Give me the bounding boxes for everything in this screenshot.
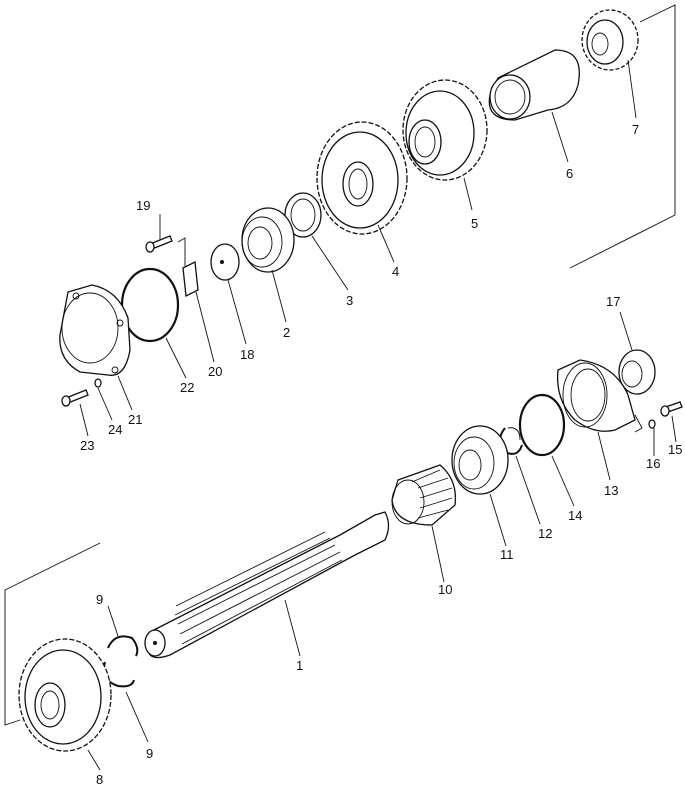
label-2: 2 <box>283 325 290 340</box>
label-8: 8 <box>96 772 103 785</box>
part-22-o-ring <box>120 267 180 343</box>
part-21-cover <box>59 284 131 376</box>
part-15-bolt <box>660 401 683 417</box>
label-5: 5 <box>471 216 478 231</box>
label-6: 6 <box>566 166 573 181</box>
label-17: 17 <box>606 294 620 309</box>
label-7: 7 <box>632 122 639 137</box>
part-5-gear <box>402 79 488 181</box>
part-16-washer <box>648 419 656 429</box>
part-9-snap-ring-upper <box>107 635 139 657</box>
label-12: 12 <box>538 526 552 541</box>
part-2-bearing <box>241 207 295 273</box>
leader-lines <box>79 59 677 771</box>
part-11-bearing <box>451 425 509 495</box>
part-14-o-ring <box>518 393 566 457</box>
label-11: 11 <box>500 547 514 562</box>
part-4-large-gear <box>316 121 408 235</box>
part-17-seal <box>618 349 656 395</box>
bracket-15-16 <box>634 414 643 433</box>
label-14: 14 <box>568 508 582 523</box>
part-10-needle-roller <box>391 464 457 526</box>
label-16: 16 <box>646 456 660 471</box>
part-23-bolt <box>61 389 89 407</box>
label-18: 18 <box>240 347 254 362</box>
label-24: 24 <box>108 422 122 437</box>
part-6-sleeve <box>488 49 580 121</box>
frame-lines <box>4 4 676 726</box>
label-19: 19 <box>136 198 150 213</box>
label-13: 13 <box>604 483 618 498</box>
label-15: 15 <box>668 442 682 457</box>
part-number-labels: 7 6 5 4 3 2 18 20 19 22 21 24 23 17 13 1… <box>80 122 682 785</box>
part-7-spline-gear <box>581 9 639 71</box>
label-23: 23 <box>80 438 94 453</box>
label-4: 4 <box>392 264 399 279</box>
part-1-shaft <box>144 511 390 659</box>
label-9-lower: 9 <box>146 746 153 761</box>
part-8-gear <box>18 638 112 752</box>
part-13-housing <box>556 359 636 432</box>
part-20-lock-plate <box>177 237 199 298</box>
part-19-bolt <box>145 235 173 253</box>
label-9-upper: 9 <box>96 592 103 607</box>
label-22: 22 <box>180 380 194 395</box>
label-20: 20 <box>208 364 222 379</box>
part-18-disc <box>210 243 240 281</box>
part-24-washer <box>94 378 102 388</box>
label-3: 3 <box>346 293 353 308</box>
label-1: 1 <box>296 658 303 673</box>
label-10: 10 <box>438 582 452 597</box>
label-21: 21 <box>128 412 142 427</box>
